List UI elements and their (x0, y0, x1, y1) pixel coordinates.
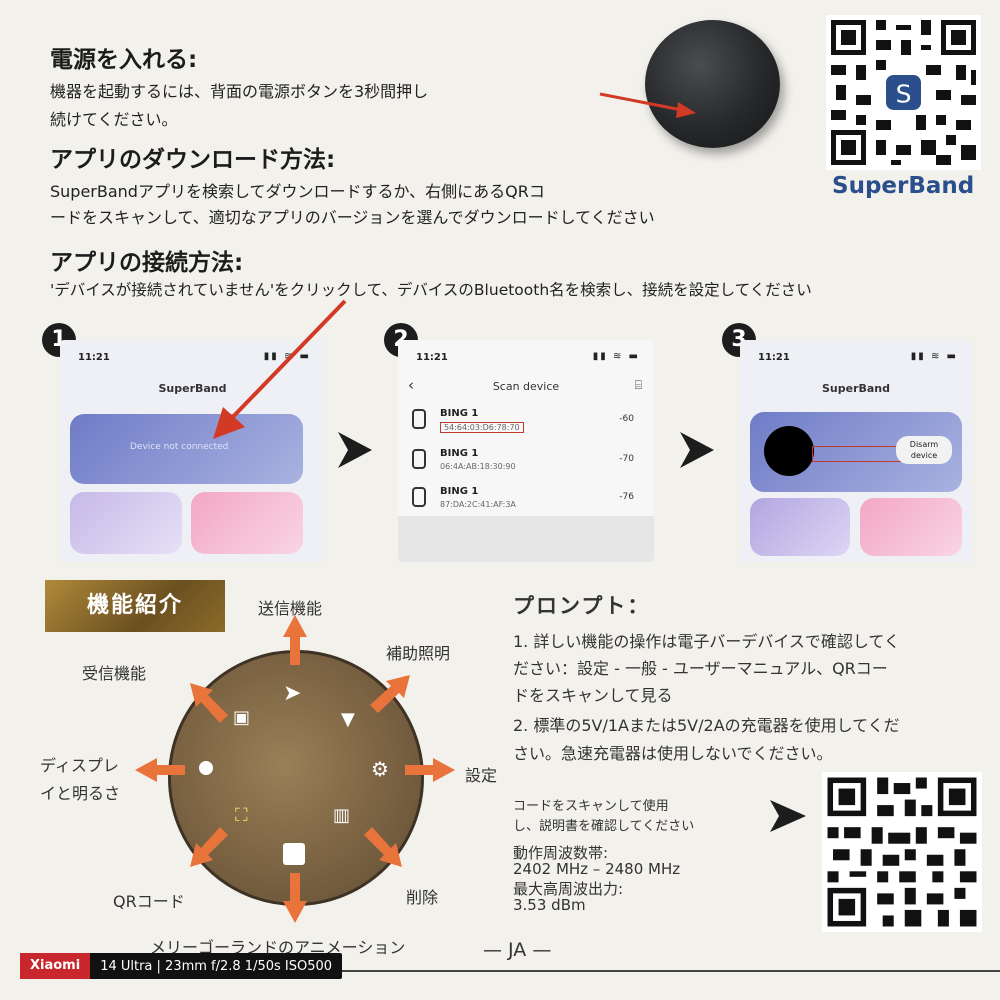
disarm-device-button[interactable]: Disarm device (896, 436, 952, 464)
status-time: 11:21 (758, 352, 790, 363)
step-2-screen: 11:21 ▮▮ ≋ ▬ ‹ Scan device ⌸ BING 1 54:6… (398, 340, 654, 562)
feature-light-label: 補助照明 (386, 644, 451, 663)
device-name: BING 1 (440, 486, 479, 497)
status-icons: ▮▮ ≋ ▬ (263, 351, 311, 362)
screen-3-tile-right[interactable] (860, 498, 962, 556)
scan-device-title: Scan device (492, 380, 560, 393)
receive-icon: ▣ (233, 707, 251, 728)
scan-device-row-2[interactable]: BING 1 06:4A:AB:18:30:90 -70 (412, 446, 644, 486)
feature-animation-label: メリーゴーランドのアニメーション (150, 938, 406, 957)
device-name: BING 1 (440, 408, 479, 419)
back-icon[interactable]: ‹ (408, 376, 414, 394)
feature-send-label: 送信機能 (258, 599, 323, 618)
feature-display-label-1: ディスプレ (40, 756, 119, 775)
device-pointer-arrow-icon (599, 92, 696, 118)
next-step-arrow-icon (680, 432, 714, 468)
screen-2-footer (398, 516, 654, 562)
screen-1-tile-right[interactable] (191, 492, 303, 554)
connected-device-card[interactable]: Disarm device (750, 412, 962, 492)
frequency-value: 2402 MHz – 2480 MHz (513, 860, 681, 878)
qr-scan-icon: ⛶ (235, 805, 248, 826)
animation-icon (283, 843, 305, 865)
trash-icon: ▥ (333, 805, 351, 826)
bottom-rule (340, 970, 1000, 972)
prompt-line-1: 1. 詳しい機能の操作は電子バーデバイスで確認してく (513, 632, 900, 651)
device-rssi: -60 (619, 414, 634, 424)
device-mac: 06:4A:AB:18:30:90 (440, 462, 516, 471)
device-rssi: -76 (619, 492, 634, 502)
watch-icon (412, 449, 426, 469)
status-icons: ▮▮ ≋ ▬ (592, 351, 640, 362)
step-3-screen: 11:21 ▮▮ ≋ ▬ SuperBand Disarm device (740, 340, 972, 562)
scan-device-row-3[interactable]: BING 1 87:DA:2C:41:AF:3A -76 (412, 484, 644, 524)
device-photo (645, 20, 780, 148)
device-not-connected-text: Device not connected (130, 442, 229, 452)
connect-heading: アプリの接続方法: (50, 250, 244, 276)
feature-display-label-2: イと明るさ (40, 784, 121, 803)
qr-code-icon (822, 772, 982, 932)
scan-icon[interactable]: ⌸ (634, 378, 642, 392)
power-line-1: 機器を起動するには、背面の電源ボタンを3秒間押し (50, 82, 429, 101)
click-hint-arrow-icon (213, 299, 347, 439)
screen-1-tile-left[interactable] (70, 492, 182, 554)
prompt-line-4: 2. 標準の5V/1Aまたは5V/2Aの充電器を使用してくだ (513, 716, 900, 735)
screen-3-app-title: SuperBand (821, 382, 891, 395)
step-1-screen: 11:21 ▮▮ ≋ ▬ SuperBand Device not connec… (60, 340, 325, 562)
camera-specs: 14 Ultra | 23mm f/2.8 1/50s ISO500 (100, 958, 333, 974)
rf-power-value: 3.53 dBm (513, 896, 586, 914)
status-time: 11:21 (416, 352, 448, 363)
device-avatar (764, 426, 814, 476)
scan-manual-line-1: コードをスキャンして使用 (513, 799, 669, 814)
send-icon: ➤ (283, 681, 302, 706)
power-heading: 電源を入れる: (50, 47, 198, 73)
status-time: 11:21 (78, 352, 110, 363)
flashlight-icon: ▼ (341, 709, 355, 730)
next-step-arrow-icon (338, 432, 372, 468)
feature-qr-label: QRコード (113, 892, 185, 911)
watch-icon (412, 487, 426, 507)
scan-pointer-arrow-icon (770, 800, 806, 832)
status-icons: ▮▮ ≋ ▬ (910, 351, 958, 362)
download-line-1: SuperBandアプリを検索してダウンロードするか、右側にあるQRコ (50, 182, 545, 201)
device-name-highlight (812, 446, 904, 462)
feature-delete-label: 削除 (406, 888, 439, 907)
manual-qr[interactable] (822, 772, 982, 932)
camera-watermark: Xiaomi 14 Ultra | 23mm f/2.8 1/50s ISO50… (20, 953, 343, 979)
screen-1-app-title: SuperBand (158, 382, 227, 395)
brightness-icon (199, 761, 213, 775)
camera-brand: Xiaomi (20, 953, 91, 979)
prompt-line-5: さい。急速充電器は使用しないでください。 (513, 744, 833, 763)
feature-receive-label: 受信機能 (82, 664, 147, 683)
device-rssi: -70 (619, 454, 634, 464)
feature-settings-label: 設定 (465, 766, 498, 785)
device-mac: 54:64:03:D6:78:70 (440, 422, 524, 433)
watch-icon (412, 409, 426, 429)
qr-code-icon: S (826, 15, 981, 170)
power-line-2: 続けてください。 (50, 110, 178, 129)
device-not-connected-card[interactable]: Device not connected (70, 414, 303, 484)
download-heading: アプリのダウンロード方法: (50, 147, 336, 173)
download-line-2: ードをスキャンして、適切なアプリのバージョンを選んでダウンロードしてください (50, 208, 655, 227)
page-language-label: — JA — (483, 939, 552, 961)
prompt-title: プロンプト： (513, 594, 651, 618)
feature-dial: ➤ ▼ ▣ ⚙ ⛶ ▥ (168, 650, 424, 906)
features-badge: 機能紹介 (45, 580, 225, 632)
device-mac: 87:DA:2C:41:AF:3A (440, 500, 516, 509)
connect-line-1: 'デバイスが接続されていません'をクリックして、デバイスのBluetooth名を… (50, 281, 812, 299)
rf-power-label: 最大高周波出力: (513, 880, 624, 898)
svg-text:S: S (896, 80, 912, 109)
prompt-line-3: ドをスキャンして見る (513, 686, 673, 705)
app-download-qr[interactable]: S (826, 15, 981, 170)
frequency-label: 動作周波数帯: (513, 844, 609, 862)
scan-manual-line-2: し、説明書を確認してください (513, 819, 695, 834)
brand-name: SuperBand (832, 173, 975, 199)
feature-arrows-icon (135, 615, 455, 923)
prompt-line-2: ださい：設定 - 一般 - ユーザーマニュアル、QRコー (513, 659, 888, 678)
scan-device-row-1[interactable]: BING 1 54:64:03:D6:78:70 -60 (412, 406, 644, 446)
screen-3-tile-left[interactable] (750, 498, 850, 556)
device-name: BING 1 (440, 448, 479, 459)
gear-icon: ⚙ (371, 757, 389, 781)
